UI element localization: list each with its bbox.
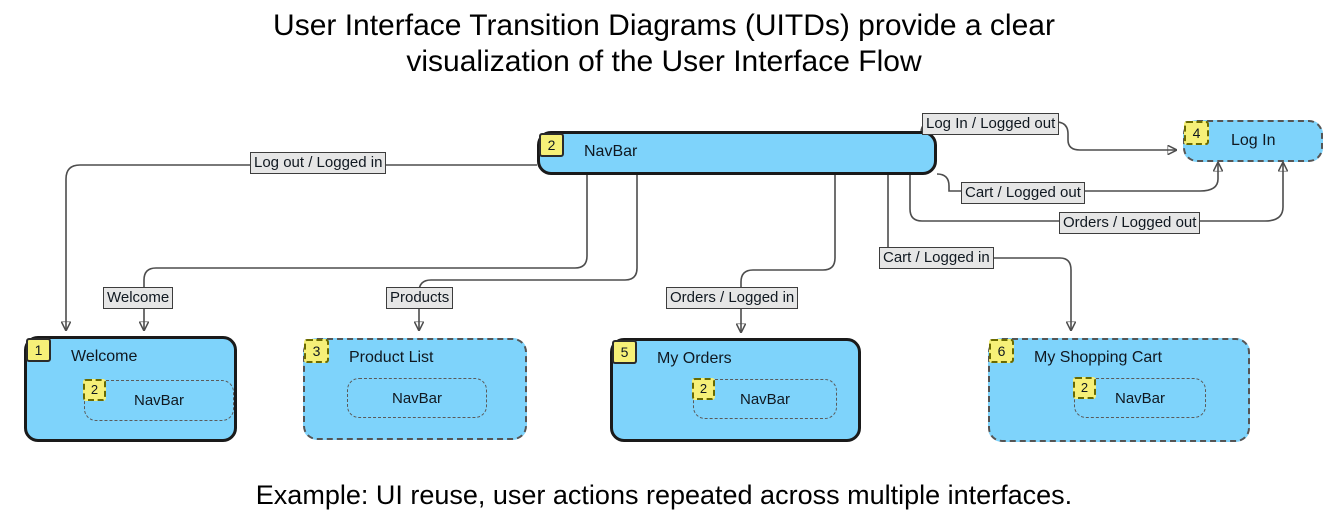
inner-navbar-badge: 2: [692, 378, 715, 400]
edge-label-logout-logged-in: Log out / Logged in: [250, 152, 387, 174]
edge-label-cart-logged-in: Cart / Logged in: [879, 247, 994, 269]
edge-label-welcome: Welcome: [103, 287, 174, 309]
node-title: Welcome: [71, 348, 138, 365]
inner-navbar[interactable]: 2 NavBar: [692, 378, 837, 419]
node-title: My Orders: [657, 350, 732, 367]
node-title: Product List: [349, 349, 434, 366]
node-badge: 3: [304, 339, 329, 363]
inner-navbar-label: NavBar: [391, 390, 443, 407]
node-my-shopping-cart[interactable]: 6 My Shopping Cart 2 NavBar: [988, 338, 1250, 442]
edge-label-login-logged-out: Log In / Logged out: [922, 113, 1060, 135]
node-badge: 1: [26, 338, 51, 362]
inner-navbar[interactable]: 2 NavBar: [1073, 377, 1206, 418]
inner-navbar-label: NavBar: [739, 391, 791, 408]
node-badge: 4: [1184, 121, 1209, 145]
page-title: User Interface Transition Diagrams (UITD…: [273, 9, 1055, 78]
node-product-list[interactable]: 3 Product List NavBar: [303, 338, 527, 440]
node-badge: 6: [989, 339, 1014, 363]
edge-orders-logged-in: [741, 171, 836, 332]
inner-navbar-badge: 2: [1073, 377, 1096, 399]
node-my-orders[interactable]: 5 My Orders 2 NavBar: [610, 338, 861, 442]
page-caption: Example: UI reuse, user actions repeated…: [255, 480, 1073, 510]
node-welcome[interactable]: 1 Welcome 2 NavBar: [24, 336, 237, 442]
inner-navbar-badge: 2: [83, 379, 106, 401]
edge-logout-logged-in: [66, 164, 537, 330]
edge-label-orders-logged-out: Orders / Logged out: [1059, 212, 1201, 234]
edge-label-orders-logged-in: Orders / Logged in: [666, 287, 799, 309]
inner-navbar[interactable]: 2 NavBar: [83, 379, 234, 421]
inner-navbar-label: NavBar: [133, 392, 185, 409]
edge-label-cart-logged-out: Cart / Logged out: [961, 182, 1085, 204]
node-login[interactable]: 4 Log In: [1183, 120, 1323, 162]
node-title: My Shopping Cart: [1034, 349, 1163, 366]
node-title: NavBar: [584, 143, 638, 160]
edge-label-products: Products: [386, 287, 454, 309]
node-navbar[interactable]: 2 NavBar: [537, 131, 937, 175]
inner-navbar-label: NavBar: [1114, 390, 1166, 407]
edge-welcome: [144, 171, 588, 330]
node-title: Log In: [1231, 132, 1276, 149]
inner-navbar[interactable]: NavBar: [347, 378, 487, 418]
node-badge: 2: [539, 133, 564, 157]
node-badge: 5: [612, 340, 637, 364]
